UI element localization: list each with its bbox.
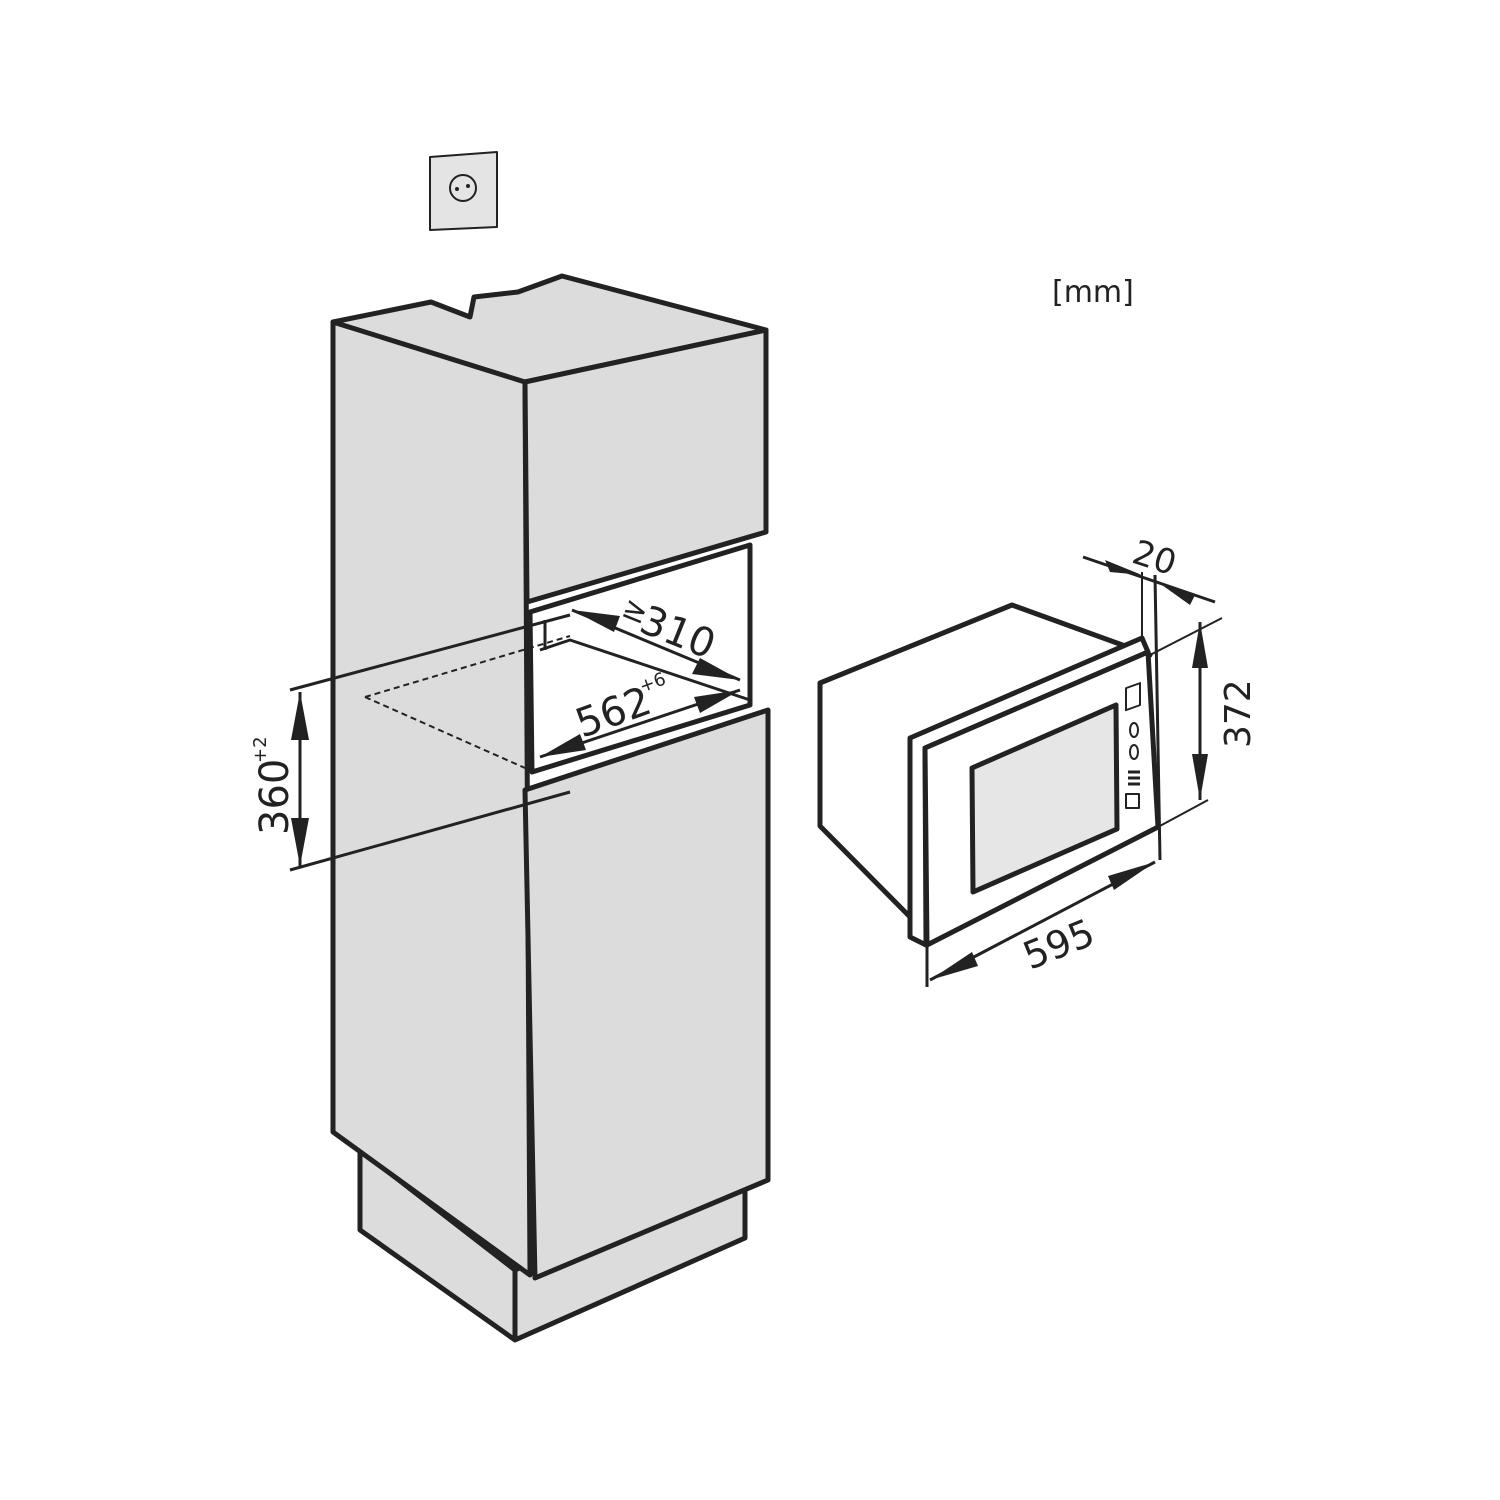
appliance-height-dimension: 372 [1218, 679, 1259, 748]
built-in-microwave [817, 602, 1161, 948]
units-label: [mm] [1052, 275, 1134, 310]
tall-cabinet [330, 273, 771, 1343]
height-tolerance: +2 [250, 736, 271, 763]
appliance-width-dimension: 595 [1017, 910, 1101, 978]
lower-door [522, 707, 771, 1281]
height-value: 360 [252, 759, 298, 835]
cabinet-side [330, 319, 533, 1278]
wall-socket-icon [429, 151, 498, 231]
niche-height-dimension: 360 +2 [250, 736, 298, 835]
microwave-window [969, 702, 1120, 895]
upper-door [522, 327, 769, 605]
